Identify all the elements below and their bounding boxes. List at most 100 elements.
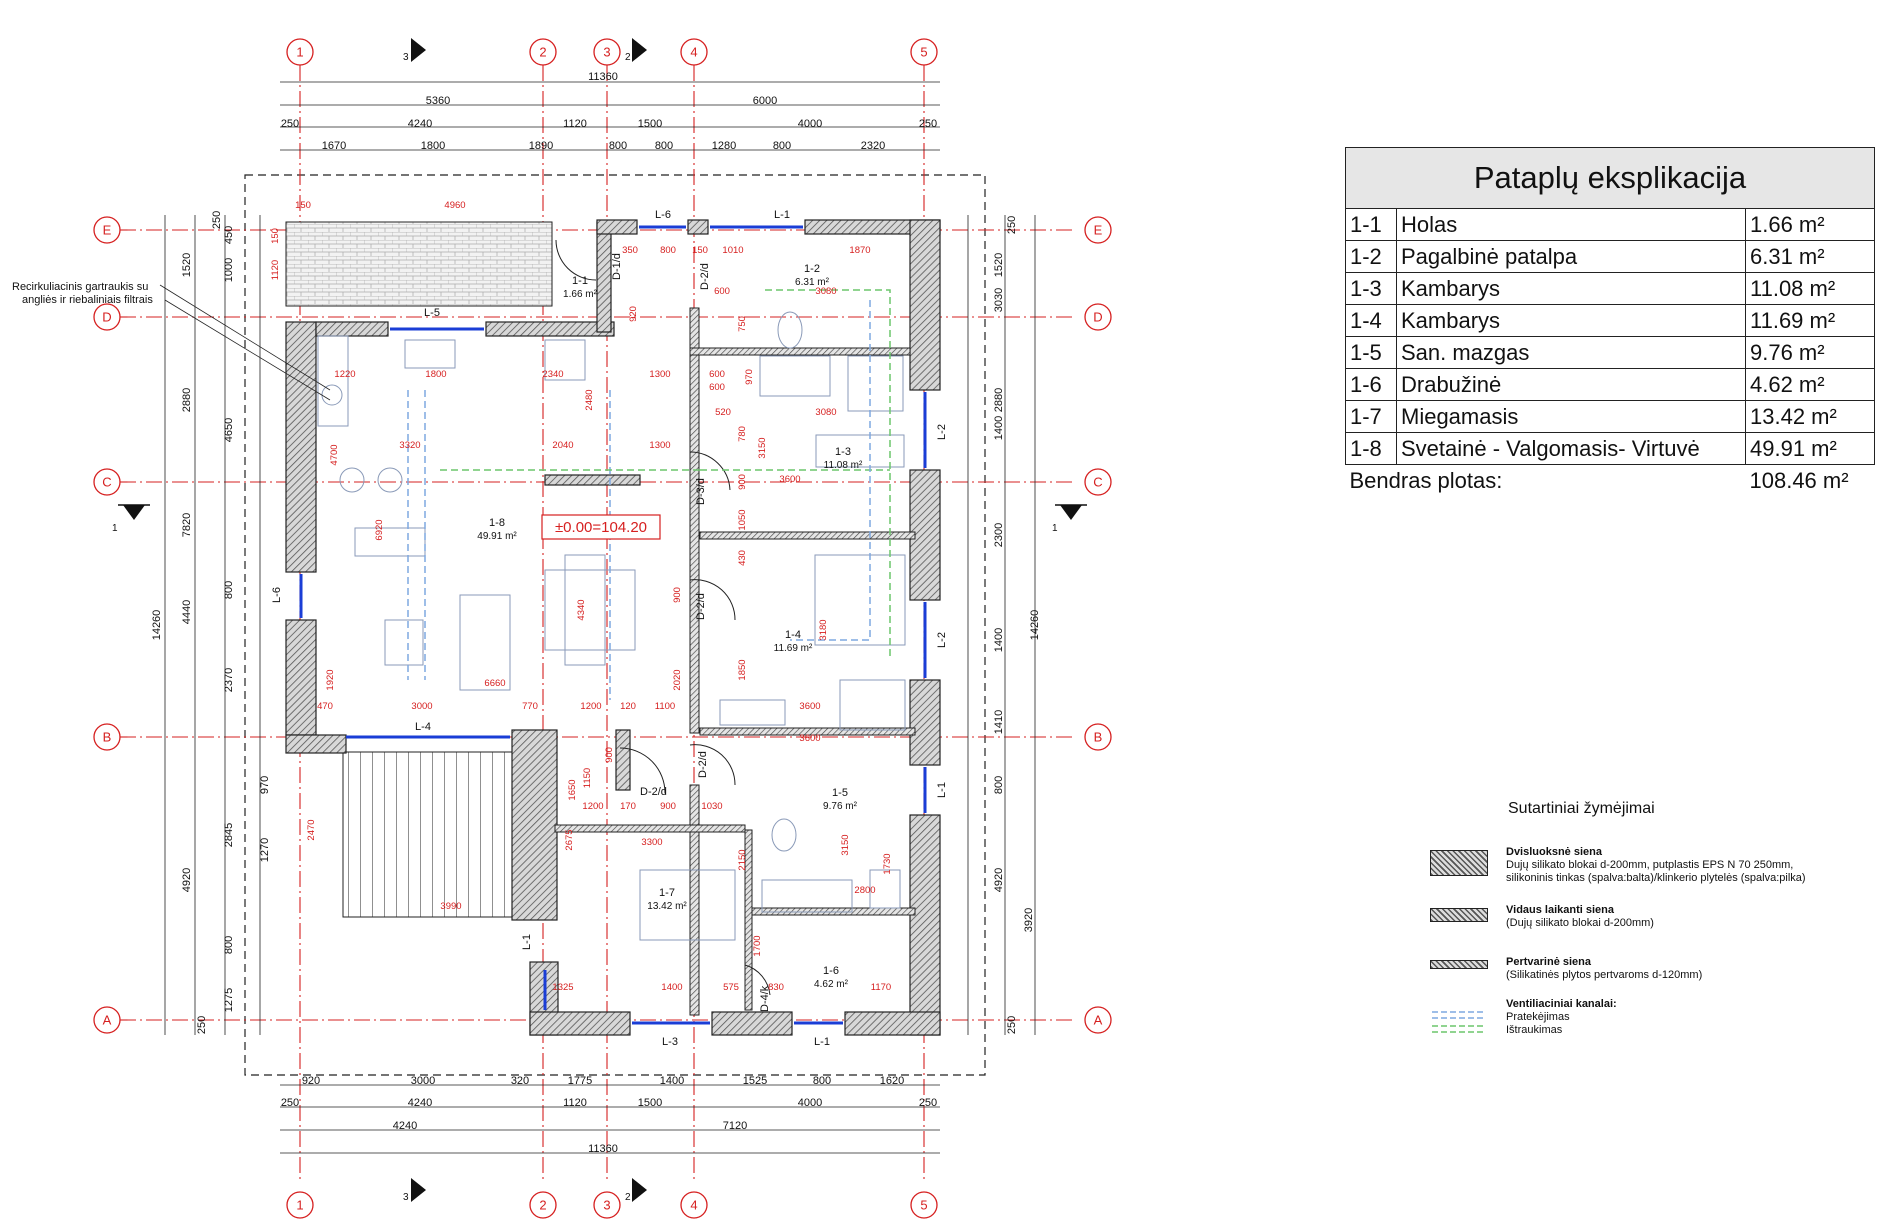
inner-dim-label: 2800 (854, 885, 875, 896)
grid-bubble-row-A (1084, 1006, 1112, 1034)
svg-text:1410: 1410 (993, 710, 1005, 734)
room-id: 1-5 (1345, 336, 1397, 369)
grid-bubble-col-5 (910, 1191, 938, 1219)
svg-text:4240: 4240 (408, 1097, 432, 1109)
svg-text:3000: 3000 (411, 1075, 435, 1087)
grid-bubble-col-2 (529, 38, 557, 66)
room-1-5-area: 9.76 m² (823, 801, 858, 812)
inner-dim-label: 170 (620, 801, 636, 812)
svg-text:14260: 14260 (151, 610, 163, 641)
grid-bubble-col-3 (593, 1191, 621, 1219)
svg-text:4440: 4440 (181, 600, 193, 624)
svg-text:1800: 1800 (421, 140, 445, 152)
room-1-8-id: 1-8 (489, 517, 505, 529)
grid-bubble-row-D (93, 303, 121, 331)
inner-dim-label: 520 (715, 407, 731, 418)
room-1-4-id: 1-4 (785, 629, 801, 641)
room-1-3-area: 11.08 m² (824, 460, 863, 471)
svg-text:3: 3 (403, 1192, 409, 1203)
hood-note-line1: Recirkuliacinis gartraukis su (12, 281, 148, 293)
dim-top-overall: 11360 (588, 71, 618, 83)
inner-dim-label: 3320 (399, 440, 420, 451)
grid-bubble-col-2-label: 2 (539, 45, 546, 60)
door-label: D-2/d (695, 593, 707, 620)
inner-dim-label: 3300 (641, 837, 662, 848)
grid-bubble-row-C (93, 468, 121, 496)
svg-text:800: 800 (223, 936, 235, 954)
room-name: Miegamasis (1396, 400, 1746, 433)
room-area: 49.91 m² (1745, 432, 1875, 465)
room-name: Svetainė - Valgomasis- Virtuvė (1396, 432, 1746, 465)
svg-text:4240: 4240 (393, 1120, 417, 1132)
svg-text:4000: 4000 (798, 118, 822, 130)
total-row: Bendras plotas:108.46 m² (1346, 465, 1875, 497)
svg-text:450: 450 (223, 226, 235, 244)
inner-dim-label: 600 (714, 286, 730, 297)
furniture (317, 311, 906, 941)
outline-dashed (244, 174, 986, 1076)
inner-dim-label: 1150 (582, 768, 593, 788)
svg-text:1400: 1400 (993, 628, 1005, 652)
window-labels: L-6 L-1 L-5 L-2 L-6 L-2 L-4 L-1 L-1 L-3 … (271, 209, 948, 1048)
room-name: Kambarys (1396, 272, 1746, 305)
elevation-mark: ±0.00=104.20 (555, 519, 647, 536)
section-mark-2-top: 2 (625, 52, 631, 63)
grid-bubble-col-1-label: 1 (296, 1198, 303, 1213)
grid-bubble-col-5-label: 5 (920, 45, 927, 60)
svg-text:1775: 1775 (568, 1075, 592, 1087)
svg-text:14260: 14260 (1029, 610, 1041, 641)
inner-dim-label: 3600 (779, 474, 800, 485)
inner-dim-label: 800 (660, 245, 676, 256)
inner-dim-label: 4700 (329, 444, 340, 465)
room-1-2-area: 6.31 m² (795, 277, 830, 288)
svg-text:7820: 7820 (181, 513, 193, 537)
inner-dim-label: 4960 (444, 200, 465, 211)
svg-text:7120: 7120 (723, 1120, 747, 1132)
room-area: 11.08 m² (1745, 272, 1875, 305)
window-label: L-2 (936, 424, 948, 440)
room-id: 1-2 (1345, 240, 1397, 273)
inner-dim-label: 600 (709, 369, 725, 380)
inner-dim-label: 1120 (270, 260, 281, 280)
svg-text:4650: 4650 (223, 418, 235, 442)
inner-dim-label: 2480 (584, 389, 595, 410)
svg-text:1500: 1500 (638, 1097, 662, 1109)
inner-dim-label: 120 (620, 701, 636, 712)
svg-text:4920: 4920 (993, 868, 1005, 892)
section-mark-1-right: 1 (1052, 523, 1058, 534)
grid-bubble-row-B-label: B (103, 730, 112, 745)
partition-wall-swatch (1430, 960, 1488, 969)
grid-bubble-row-E (1084, 216, 1112, 244)
room-area: 6.31 m² (1745, 240, 1875, 273)
svg-text:250: 250 (281, 118, 299, 130)
window-label: L-5 (424, 307, 440, 319)
grid-bubble-row-B (93, 723, 121, 751)
room-area: 9.76 m² (1745, 336, 1875, 369)
inner-dim-label: 1730 (882, 853, 893, 874)
window-label: L-1 (521, 934, 533, 950)
dimension-labels: 11360 5360 6000 250 4240 1120 1500 4000 … (151, 71, 1041, 1155)
legend-item-vents: Ventiliaciniai kanalai: Pratekėjimas Išt… (1430, 998, 1880, 1048)
inner-dim-label: 1700 (752, 935, 763, 956)
door-label: D-2/d (640, 786, 667, 798)
grid-bubble-col-5-label: 5 (920, 1198, 927, 1213)
inner-dim-label: 3150 (840, 834, 851, 855)
svg-text:250: 250 (919, 1097, 937, 1109)
inner-dim-label: 470 (317, 701, 333, 712)
dimension-lines (164, 81, 1036, 1154)
explication-title: Pataplų eksplikacija (1345, 147, 1875, 209)
inner-dim-label: 2150 (737, 849, 748, 870)
svg-text:2300: 2300 (993, 523, 1005, 547)
inner-dim-label: 3000 (411, 701, 432, 712)
grid-bubble-col-1 (286, 38, 314, 66)
inner-dim-label: 350 (622, 245, 638, 256)
inner-dim-label: 1010 (722, 245, 743, 256)
svg-text:2845: 2845 (223, 823, 235, 847)
room-1-8-area: 49.91 m² (477, 531, 517, 542)
room-id: 1-6 (1345, 368, 1397, 401)
